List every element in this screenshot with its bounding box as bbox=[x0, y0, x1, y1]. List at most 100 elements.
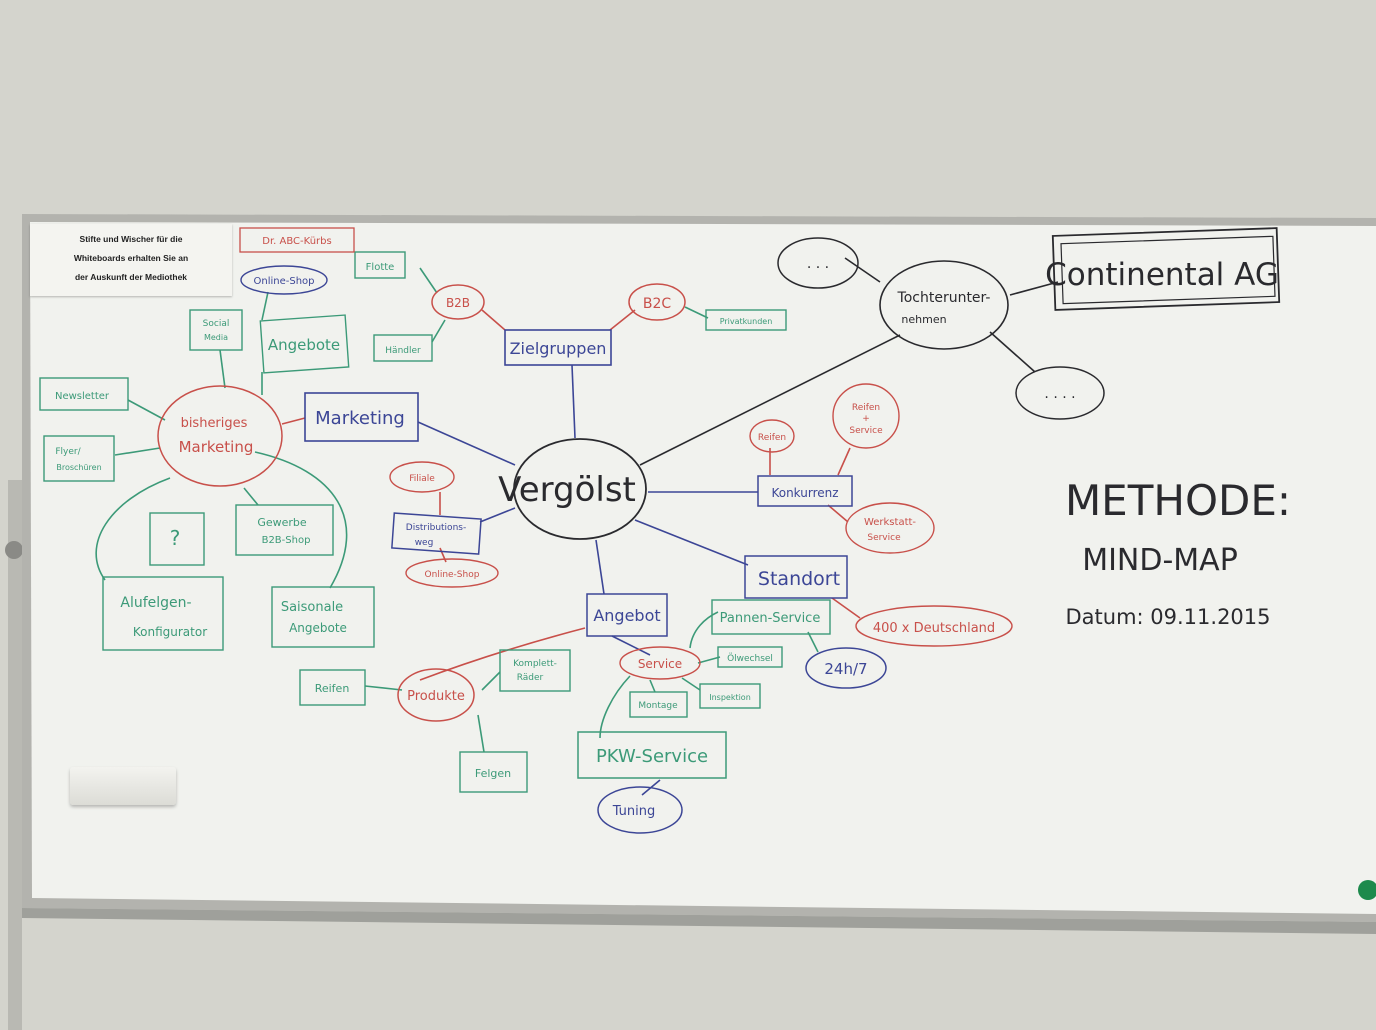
newsletter-label: Newsletter bbox=[55, 391, 110, 402]
montage-label: Montage bbox=[638, 701, 678, 711]
node-angebot: Angebot bbox=[586, 593, 668, 637]
continental-label: Continental AG bbox=[1045, 257, 1279, 293]
dr-abc-label: Dr. ABC-Kürbs bbox=[262, 236, 331, 247]
dots-top-label: . . . bbox=[807, 256, 829, 272]
node-question: ? bbox=[149, 512, 205, 566]
inspektion-label: Inspektion bbox=[709, 693, 751, 702]
deutschland-label: 400 x Deutschland bbox=[873, 621, 995, 636]
node-dr-abc: Dr. ABC-Kürbs bbox=[239, 227, 355, 253]
node-b2b: B2B bbox=[431, 284, 485, 320]
node-flyer: Flyer/ Broschüren bbox=[43, 435, 115, 482]
rs-line3: Service bbox=[849, 426, 883, 436]
node-flotte: Flotte bbox=[354, 251, 406, 279]
ws-line2: Service bbox=[867, 533, 901, 543]
node-standort: Standort bbox=[744, 555, 848, 599]
distribution-line1: Distributions- bbox=[406, 523, 466, 533]
notice-line1: Stifte und Wischer für die bbox=[79, 234, 183, 244]
node-oelwechsel: Ölwechsel bbox=[717, 646, 783, 668]
rs-line2: + bbox=[862, 414, 870, 424]
notice-line2: Whiteboards erhalten Sie an bbox=[73, 253, 189, 263]
node-pannen-service: Pannen-Service bbox=[711, 599, 831, 635]
node-central: Vergölst bbox=[498, 438, 647, 540]
kr-line1: Komplett- bbox=[513, 659, 557, 669]
node-reifen-k: Reifen bbox=[749, 419, 795, 453]
node-inspektion: Inspektion bbox=[699, 683, 761, 709]
flotte-label: Flotte bbox=[366, 262, 395, 273]
produkte-label: Produkte bbox=[407, 689, 465, 704]
node-werkstatt-service: Werkstatt- Service bbox=[845, 502, 935, 554]
node-privatkunden: Privatkunden bbox=[705, 309, 787, 331]
distribution-line2: weg bbox=[415, 538, 434, 548]
saisonale-line1: Saisonale bbox=[281, 600, 343, 615]
kr-line2: Räder bbox=[517, 673, 544, 683]
node-haendler: Händler bbox=[373, 334, 433, 362]
alufelgen-line1: Alufelgen- bbox=[120, 595, 191, 611]
reifen-k-label: Reifen bbox=[758, 433, 786, 443]
stand-pole bbox=[8, 480, 22, 1030]
node-reifen-p: Reifen bbox=[299, 669, 366, 706]
node-felgen: Felgen bbox=[459, 751, 528, 793]
service-label: Service bbox=[638, 657, 682, 671]
flyer-line2: Broschüren bbox=[56, 463, 101, 472]
standort-label: Standort bbox=[758, 568, 840, 590]
node-komplett-raeder: Komplett- Räder bbox=[499, 649, 571, 692]
notice-card: Stifte und Wischer für die Whiteboards e… bbox=[30, 224, 232, 296]
notice-line3: der Auskunft der Mediothek bbox=[74, 272, 188, 282]
whiteboard-eraser bbox=[70, 767, 176, 805]
node-service: Service bbox=[619, 646, 701, 680]
node-social-media: Social Media bbox=[189, 309, 243, 351]
reifen-p-label: Reifen bbox=[315, 682, 350, 695]
flyer-line1: Flyer/ bbox=[55, 447, 81, 457]
node-bisheriges-marketing: bisheriges Marketing bbox=[157, 385, 283, 487]
node-newsletter: Newsletter bbox=[39, 377, 129, 411]
social-line1: Social bbox=[203, 319, 230, 329]
online-shop-top-label: Online-Shop bbox=[253, 276, 314, 287]
filiale-label: Filiale bbox=[409, 474, 435, 484]
angebot-label: Angebot bbox=[593, 606, 660, 625]
privatkunden-label: Privatkunden bbox=[720, 317, 773, 326]
magnet bbox=[1358, 880, 1376, 900]
zielgruppen-label: Zielgruppen bbox=[510, 339, 607, 358]
node-reifen-service: Reifen + Service bbox=[832, 383, 900, 449]
node-tuning: Tuning bbox=[597, 786, 683, 834]
bisheriges-line1: bisheriges bbox=[181, 416, 248, 431]
node-b2c: B2C bbox=[628, 283, 686, 321]
angebote-mk-label: Angebote bbox=[268, 336, 340, 354]
h24-label: 24h/7 bbox=[824, 660, 867, 678]
node-continental: Continental AG bbox=[1045, 227, 1281, 311]
online-shop-dist-label: Online-Shop bbox=[425, 570, 480, 580]
oelwechsel-label: Ölwechsel bbox=[727, 653, 773, 664]
node-produkte: Produkte bbox=[397, 668, 475, 722]
method-heading: METHODE: bbox=[1065, 476, 1291, 525]
stand-knob bbox=[5, 541, 23, 559]
node-dots-bottom: . . . . bbox=[1015, 366, 1105, 420]
node-alufelgen: Alufelgen- Konfigurator bbox=[102, 576, 224, 651]
node-tochter: Tochterunter- nehmen bbox=[879, 260, 1009, 350]
gewerbe-line2: B2B-Shop bbox=[262, 535, 311, 546]
rs-line1: Reifen bbox=[852, 403, 880, 413]
alufelgen-line2: Konfigurator bbox=[133, 625, 207, 639]
pannen-service-label: Pannen-Service bbox=[720, 611, 821, 626]
node-online-shop-top: Online-Shop bbox=[240, 265, 328, 295]
node-online-shop-dist: Online-Shop bbox=[405, 558, 499, 588]
node-angebote-mk: Angebote bbox=[259, 314, 350, 374]
social-line2: Media bbox=[204, 333, 228, 342]
tochter-line1: Tochterunter- bbox=[897, 290, 991, 306]
marketing-label: Marketing bbox=[315, 408, 405, 429]
board-surface bbox=[30, 222, 1376, 914]
pkw-service-label: PKW-Service bbox=[596, 746, 708, 767]
tochter-line2: nehmen bbox=[901, 313, 946, 326]
konkurrenz-label: Konkurrenz bbox=[771, 486, 838, 500]
b2b-label: B2B bbox=[446, 296, 470, 310]
method-subheading: MIND-MAP bbox=[1082, 543, 1238, 578]
node-marketing: Marketing bbox=[304, 392, 419, 442]
node-deutschland: 400 x Deutschland bbox=[855, 605, 1013, 647]
node-distribution: Distributions- weg bbox=[391, 512, 482, 555]
connectors bbox=[95, 257, 1059, 796]
felgen-label: Felgen bbox=[475, 767, 511, 780]
question-label: ? bbox=[170, 526, 181, 550]
dots-bottom-label: . . . . bbox=[1044, 386, 1075, 402]
node-dots-top: . . . bbox=[777, 237, 859, 289]
ws-line1: Werkstatt- bbox=[864, 517, 916, 528]
